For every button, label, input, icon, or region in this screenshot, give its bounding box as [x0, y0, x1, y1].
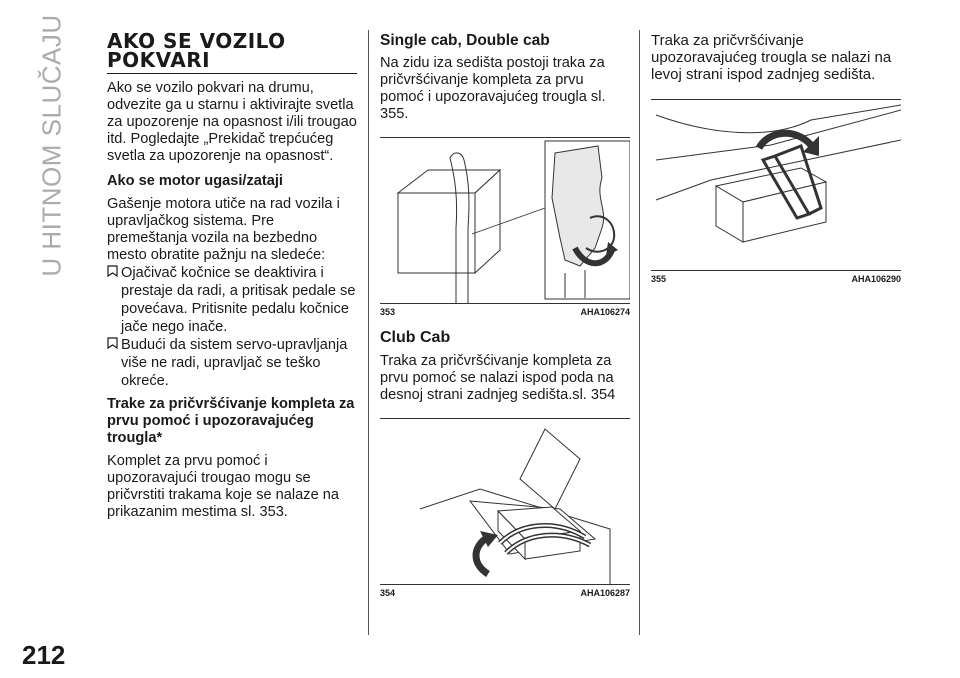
column-divider — [639, 30, 640, 635]
chapter-side-title: U HITNOM SLUČAJU — [36, 13, 67, 277]
figure-354 — [380, 418, 630, 585]
figure-353 — [380, 137, 630, 304]
section-title: AKO SE VOZILO POKVARI — [107, 31, 357, 74]
intro-paragraph: Ako se vozilo pokvari na drumu, odvezite… — [107, 80, 357, 164]
bullet-item: Ojačivač kočnice se deaktivira i prestaj… — [107, 264, 357, 336]
triangle-paragraph: Traka za pričvršćivanje upozoravajućeg t… — [651, 32, 892, 83]
figure-353-illustration — [396, 140, 630, 303]
single-cab-paragraph: Na zidu iza sedišta postoji traka za pri… — [380, 55, 606, 122]
engine-paragraph: Gašenje motora utiče na rad vozila i upr… — [107, 196, 340, 263]
bookmark-icon — [107, 264, 121, 336]
subheading-straps: Trake za pričvršćivanje kompleta za prvu… — [107, 396, 355, 446]
bullet-item: Budući da sistem servo-upravljanja više … — [107, 336, 357, 390]
column-1: AKO SE VOZILO POKVARI Ako se vozilo pokv… — [107, 31, 357, 521]
straps-paragraph: Komplet za prvu pomoć i upozoravajući tr… — [107, 453, 339, 520]
figure-355-illustration — [655, 104, 901, 243]
column-3: Traka za pričvršćivanje upozoravajućeg t… — [651, 32, 901, 284]
figure-355 — [651, 99, 901, 271]
subheading-club-cab: Club Cab — [380, 329, 451, 346]
bookmark-icon — [107, 336, 121, 390]
page-number: 212 — [22, 640, 66, 670]
figure-355-caption: 355 AHA106290 — [651, 274, 901, 284]
subheading-single-cab: Single cab, Double cab — [380, 32, 550, 49]
column-2: Single cab, Double cab Na zidu iza sediš… — [380, 32, 630, 598]
subheading-engine: Ako se motor ugasi/zataji — [107, 173, 283, 189]
figure-353-caption: 353 AHA106274 — [380, 307, 630, 317]
column-divider — [368, 30, 369, 635]
figure-354-illustration — [419, 428, 611, 584]
figure-354-caption: 354 AHA106287 — [380, 588, 630, 598]
club-cab-paragraph: Traka za pričvršćivanje kompleta za prvu… — [380, 353, 616, 403]
